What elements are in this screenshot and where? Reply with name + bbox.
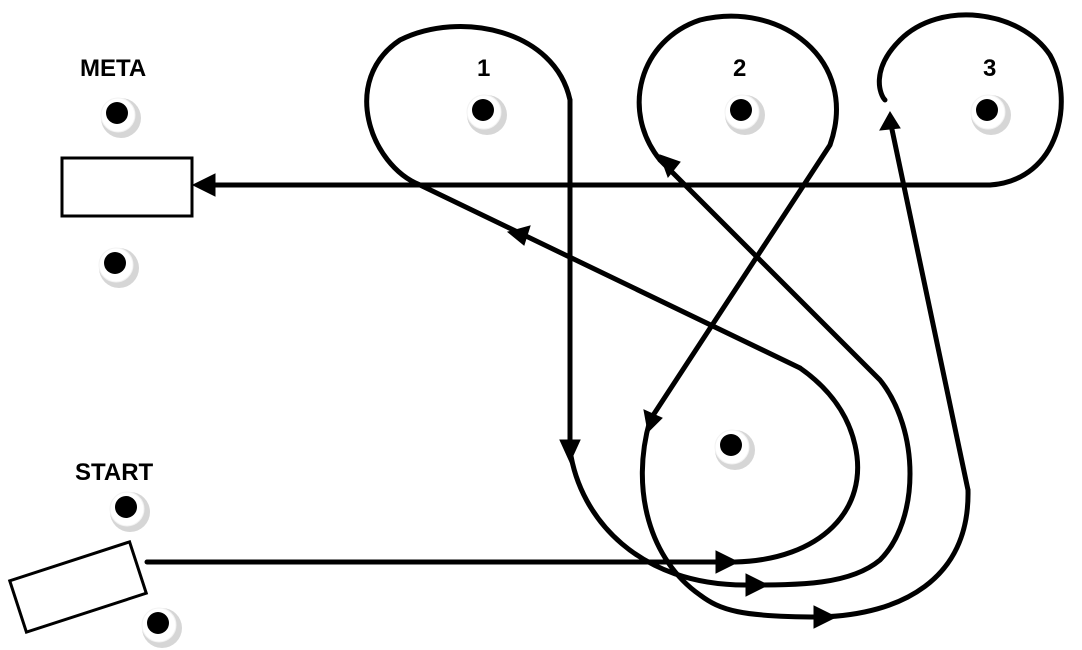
cone-icon [714,429,755,470]
mid-return-path [732,365,861,565]
loop-3-label: 3 [983,55,996,82]
cone-icon [109,491,150,532]
arrowhead-icon [715,550,740,574]
loop-2-bottom-arc [639,417,823,620]
loop-3-path [876,12,1064,188]
cone-icon [141,607,182,648]
loop-1-bottom-arc [567,447,748,588]
cone-icon [98,247,139,288]
loop-2-label: 2 [733,55,746,82]
meta-gate [60,156,194,218]
arrowhead-icon [745,573,770,597]
arrowhead-icon [813,605,838,629]
loop-1-path [364,24,803,371]
arrowhead-icon [879,111,901,131]
cone-icon [466,94,507,135]
start-label: START [75,459,154,486]
arrowhead-icon [643,409,663,434]
start-gate [7,539,149,635]
meta-label: META [80,55,146,82]
arrowhead-icon [506,225,531,246]
cone-icon [100,97,141,138]
loop-2-path [636,13,839,423]
arrowhead-icon [659,154,681,179]
cone-icon [724,94,765,135]
loop-2-return [657,157,913,588]
loop-3-bottom-arc [817,487,971,620]
arrowhead-icon [191,173,216,197]
cone-icon [970,94,1011,135]
loop-1-label: 1 [477,55,490,82]
loop-3-up [887,117,971,493]
arrowhead-icon [559,439,581,464]
